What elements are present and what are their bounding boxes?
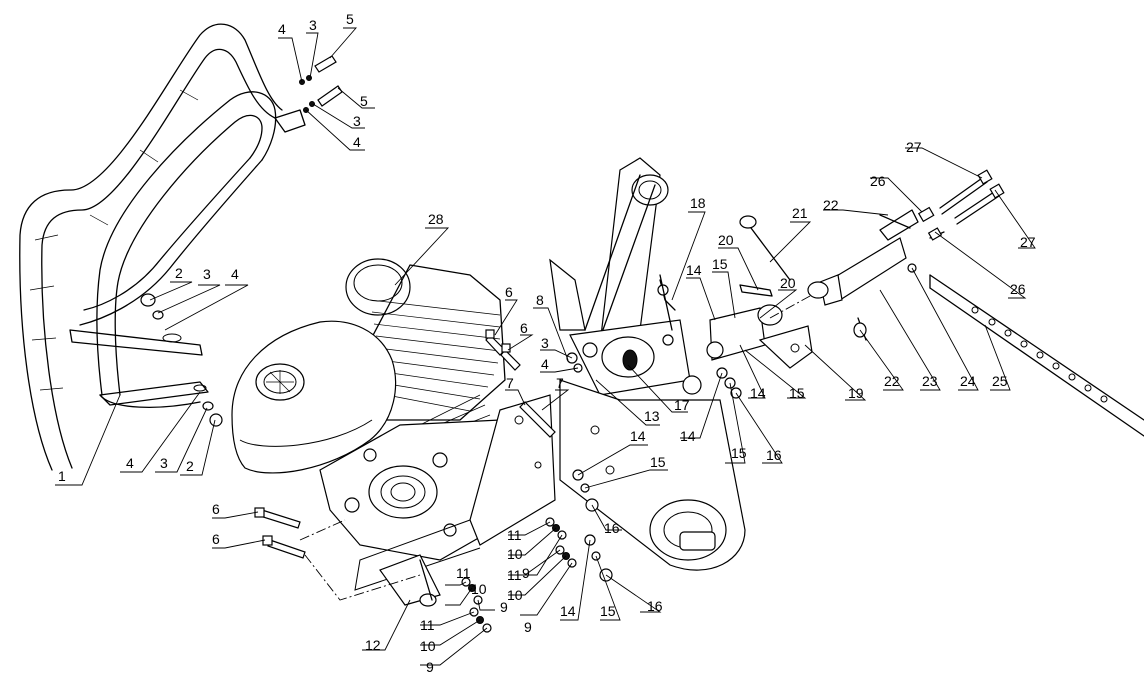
callout-5a: 5 [346,11,354,27]
callout-2b: 2 [186,458,194,474]
callout-11a: 11 [507,527,522,543]
callout-3b: 3 [160,455,168,471]
callout-10d: 10 [420,638,436,654]
callout-14e: 14 [750,385,766,401]
callout-28: 28 [428,211,444,227]
callout-26a: 26 [870,173,886,189]
callout-3d: 3 [353,113,361,129]
callout-10a: 10 [507,546,523,562]
callout-2a: 2 [175,265,183,281]
callout-10c: 10 [471,581,487,597]
callout-27a: 27 [906,139,922,155]
callout-12: 12 [365,637,381,653]
callout-6b: 6 [520,320,528,336]
handle-hardware [140,55,343,427]
callout-23: 23 [922,373,938,389]
callout-7b: 7 [556,375,564,391]
callout-9b: 9 [524,619,532,635]
callout-3c: 3 [309,17,317,33]
callout-8: 8 [536,292,544,308]
callout-14b: 14 [560,603,576,619]
callout-22b: 22 [884,373,900,389]
frame-tower [549,157,702,396]
callout-3e: 3 [541,335,549,351]
callout-6a: 6 [505,284,513,300]
drag-bar [929,274,1144,437]
callout-6d: 6 [212,531,220,547]
callout-21: 21 [792,205,808,221]
engine [231,258,556,591]
callout-15e: 15 [789,385,805,401]
callout-11c: 11 [456,565,471,581]
callout-20b: 20 [780,275,796,291]
hitch-assembly [739,169,1005,341]
callout-6c: 6 [212,501,220,517]
callout-4c: 4 [278,21,286,37]
handle-bar [19,23,306,471]
callout-16a: 16 [604,520,620,536]
callout-17: 17 [674,397,690,413]
callout-18: 18 [690,195,706,211]
callout-11b: 11 [507,567,522,583]
callout-15c: 15 [712,256,728,272]
chain-case [559,379,746,571]
callout-24: 24 [960,373,976,389]
callout-15d: 15 [731,445,747,461]
alignment-lines [299,295,811,601]
callout-4b: 4 [126,455,134,471]
callout-15b: 15 [600,603,616,619]
callout-14d: 14 [680,428,696,444]
callout-13: 13 [644,408,660,424]
callout-4d: 4 [353,134,361,150]
callout-14a: 14 [630,428,646,444]
callout-25: 25 [992,373,1008,389]
callout-15a: 15 [650,454,666,470]
callout-5b: 5 [360,93,368,109]
callout-9c: 9 [500,599,508,615]
callout-14c: 14 [686,262,702,278]
callout-7a: 7 [506,375,514,391]
callout-11d: 11 [420,617,435,633]
tensioner-hardware [659,274,813,399]
callout-labels: 1 2 3 4 4 3 2 4 3 5 5 3 4 28 6 6 6 6 8 3… [58,11,1036,675]
callout-10b: 10 [507,587,523,603]
callout-4a: 4 [231,266,239,282]
callout-3a: 3 [203,266,211,282]
callout-16b: 16 [647,598,663,614]
callout-26b: 26 [1010,281,1026,297]
callout-1: 1 [58,468,66,484]
callout-4e: 4 [541,356,549,372]
callout-27b: 27 [1020,234,1036,250]
callout-9d: 9 [426,659,434,675]
callout-20a: 20 [718,232,734,248]
callout-22a: 22 [823,197,839,213]
leader-lines [55,27,1036,666]
callout-19: 19 [848,385,864,401]
callout-16c: 16 [766,447,782,463]
callout-9a: 9 [522,565,530,581]
